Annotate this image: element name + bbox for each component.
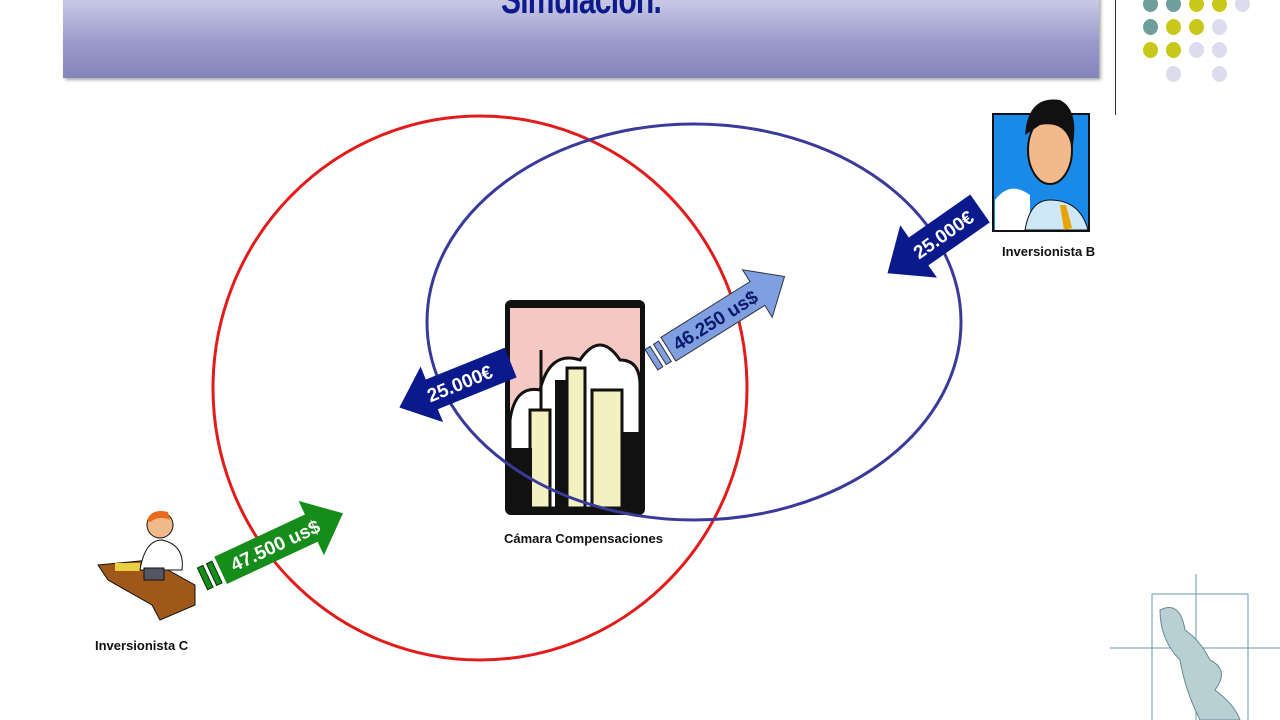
title-banner: Simulación. [63,0,1099,78]
investor-c-label: Inversionista C [95,638,189,653]
slide-title: Simulación. [500,0,662,22]
svg-text:46.250 us$: 46.250 us$ [669,287,762,356]
clearing-house-label: Cámara Compensaciones [504,531,663,546]
logo-map-icon [1110,574,1280,720]
investor-c-icon [97,511,196,621]
arrow-from-investor-c: 47.500 us$ [196,500,343,591]
arrow-to-left: 25.000€ [399,347,517,423]
investor-b-label: Inversionista B [1002,244,1096,259]
divider-line [1115,0,1116,115]
clearing-house-building-icon [505,300,645,515]
investor-b-icon [992,99,1090,232]
arrow-from-investor-b: 25.000€ [887,194,990,278]
red-circle [211,114,749,662]
blue-circle [425,122,963,522]
arrow-to-right: 46.250 us$ [644,269,786,371]
